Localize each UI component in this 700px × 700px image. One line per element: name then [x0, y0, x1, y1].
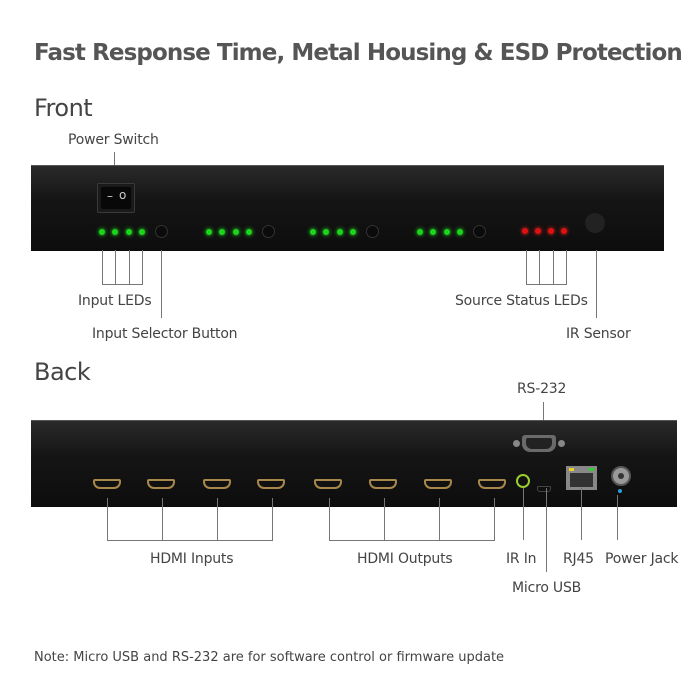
- input-led-leader: [102, 250, 103, 284]
- on-symbol: o: [119, 188, 127, 202]
- source-status-led: [561, 228, 567, 234]
- input-led: [112, 229, 118, 235]
- ir-in-port: [516, 474, 530, 488]
- rs232-leader: [543, 402, 544, 430]
- input-led: [444, 229, 450, 235]
- input-led: [246, 229, 252, 235]
- input-led-leader: [129, 250, 130, 284]
- off-symbol: –: [107, 189, 113, 203]
- power-jack: [611, 466, 631, 486]
- footnote: Note: Micro USB and RS-232 are for softw…: [34, 650, 505, 665]
- ir-sensor-label: IR Sensor: [566, 326, 631, 342]
- hdmi-output-port: [314, 479, 342, 489]
- input-led: [206, 229, 212, 235]
- source-led-bracket: [526, 284, 567, 285]
- hdmi-input-bracket: [107, 540, 273, 541]
- front-panel: – o: [31, 165, 664, 251]
- source-led-leader: [553, 250, 554, 284]
- page-title: Fast Response Time, Metal Housing & ESD …: [34, 40, 683, 66]
- hdmi-input-leader: [217, 498, 218, 540]
- micro-usb-leader: [546, 488, 547, 572]
- power-switch-label: Power Switch: [68, 132, 159, 148]
- hdmi-input-port: [203, 479, 231, 489]
- input-led: [126, 229, 132, 235]
- source-status-led: [548, 228, 554, 234]
- hdmi-input-port: [147, 479, 175, 489]
- source-led-leader: [539, 250, 540, 284]
- input-led: [219, 229, 225, 235]
- source-status-led: [535, 228, 541, 234]
- rj45-port: [566, 466, 597, 490]
- hdmi-outputs-label: HDMI Outputs: [357, 551, 453, 567]
- input-selector-button-label: Input Selector Button: [92, 326, 238, 342]
- source-status-leds-label: Source Status LEDs: [455, 293, 588, 309]
- power-jack-leader: [617, 495, 618, 540]
- input-led: [310, 229, 316, 235]
- input-led-bracket: [102, 284, 143, 285]
- hdmi-input-leader: [107, 498, 108, 540]
- input-led: [233, 229, 239, 235]
- hdmi-input-port: [93, 479, 121, 489]
- hdmi-output-leader: [329, 498, 330, 540]
- input-led: [323, 229, 329, 235]
- hdmi-output-bracket: [329, 540, 495, 541]
- rj45-leader: [581, 488, 582, 540]
- input-led: [417, 229, 423, 235]
- hdmi-input-port: [257, 479, 285, 489]
- power-jack-label: Power Jack: [605, 551, 679, 567]
- hdmi-input-leader: [272, 498, 273, 540]
- ir-sensor-leader: [596, 250, 597, 318]
- rs232-label: RS-232: [517, 381, 567, 397]
- ir-in-leader: [523, 488, 524, 540]
- source-led-leader: [526, 250, 527, 284]
- hdmi-output-leader: [494, 498, 495, 540]
- source-status-led: [522, 228, 528, 234]
- input-leds-label: Input LEDs: [78, 293, 152, 309]
- input-led: [430, 229, 436, 235]
- micro-usb-label: Micro USB: [512, 580, 582, 596]
- hdmi-output-port: [369, 479, 397, 489]
- input-selector-button[interactable]: [155, 225, 168, 238]
- power-led: [618, 489, 622, 493]
- front-heading: Front: [34, 94, 93, 122]
- hdmi-output-port: [478, 479, 506, 489]
- input-selector-leader: [161, 250, 162, 318]
- micro-usb-port: [537, 486, 551, 492]
- hdmi-output-port: [424, 479, 452, 489]
- back-heading: Back: [34, 358, 91, 386]
- hdmi-output-leader: [384, 498, 385, 540]
- ir-in-label: IR In: [506, 551, 537, 567]
- input-led-leader: [142, 250, 143, 284]
- input-selector-button[interactable]: [366, 225, 379, 238]
- rs232-port: [513, 435, 565, 453]
- input-led: [99, 229, 105, 235]
- ir-sensor: [585, 213, 605, 233]
- back-panel: [31, 420, 677, 507]
- input-led: [337, 229, 343, 235]
- hdmi-output-leader: [439, 498, 440, 540]
- input-led-leader: [115, 250, 116, 284]
- source-led-leader: [566, 250, 567, 284]
- power-switch: – o: [97, 183, 135, 213]
- input-selector-button[interactable]: [473, 225, 486, 238]
- input-led: [350, 229, 356, 235]
- input-led: [457, 229, 463, 235]
- hdmi-input-leader: [162, 498, 163, 540]
- input-selector-button[interactable]: [262, 225, 275, 238]
- rj45-label: RJ45: [563, 551, 594, 567]
- input-led: [139, 229, 145, 235]
- hdmi-inputs-label: HDMI Inputs: [150, 551, 234, 567]
